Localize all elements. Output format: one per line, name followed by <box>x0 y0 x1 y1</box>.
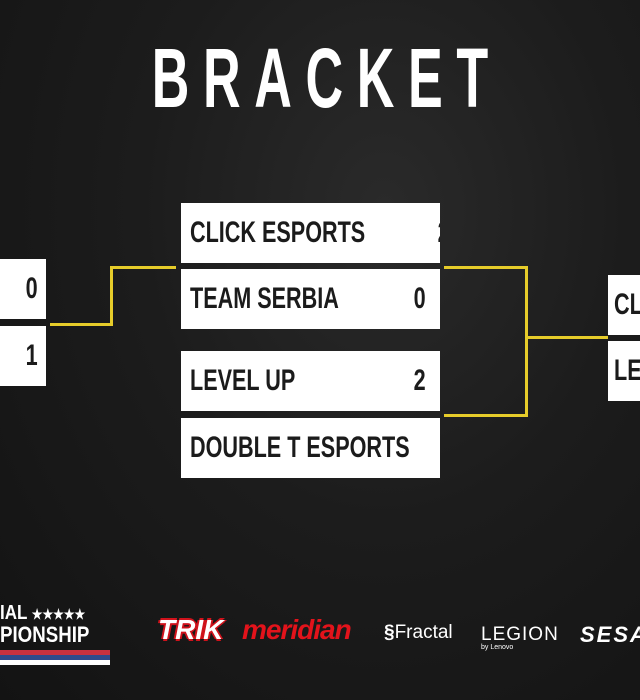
sesa-logo: SESA <box>580 622 640 647</box>
stars-icon: ★★★★★ <box>31 606 86 622</box>
match-slot-team-serbia[interactable]: TEAM SERBIA 0 <box>181 269 440 329</box>
team-score: 2 <box>413 364 426 397</box>
legion-logo: LEGION by Lenovo <box>481 624 559 651</box>
team-name: DOUBLE T ESPORTS <box>190 431 410 464</box>
bracket-connector <box>444 266 528 269</box>
serbian-flag-stripes <box>0 650 110 665</box>
match-slot-final-2[interactable]: LEV <box>608 341 640 401</box>
fractal-text: Fractal <box>394 622 453 643</box>
bracket-connector <box>525 266 528 417</box>
team-score: 0 <box>413 282 426 315</box>
team-name: CLICK ESPORTS <box>190 216 366 249</box>
match-slot-left-1[interactable]: 0 <box>0 259 46 319</box>
sponsor-bar: IAL ★★★★★ PIONSHIP TRIK meridian §Fracta… <box>0 600 640 680</box>
team-score: 1 <box>25 339 38 372</box>
match-slot-click-esports[interactable]: CLICK ESPORTS 2 <box>181 203 440 263</box>
bracket-connector <box>444 414 528 417</box>
bracket-connector <box>525 336 608 339</box>
team-score: 2 <box>438 216 440 250</box>
team-name: CL <box>614 288 640 321</box>
trik-logo: TRIK <box>158 614 224 645</box>
bracket-connector <box>50 323 112 326</box>
match-slot-left-2[interactable]: 1 <box>0 326 46 386</box>
bracket-connector <box>110 266 113 326</box>
team-name: LEVEL UP <box>190 364 296 397</box>
match-slot-double-t-esports[interactable]: DOUBLE T ESPORTS 0 <box>181 418 440 478</box>
match-slot-final-1[interactable]: CL <box>608 275 640 335</box>
team-name: LEV <box>614 354 640 387</box>
team-score: 0 <box>25 272 38 305</box>
fractal-icon: § <box>384 622 395 643</box>
legion-subtext: by Lenovo <box>481 644 514 651</box>
team-name: TEAM SERBIA <box>190 282 339 315</box>
bracket-connector <box>110 266 176 269</box>
fractal-logo: §Fractal <box>384 622 453 644</box>
championship-text: IAL <box>0 602 28 624</box>
meridian-logo: meridian <box>242 614 352 645</box>
page-title: BRACKET <box>151 31 502 125</box>
championship-text: PIONSHIP <box>0 622 90 647</box>
match-slot-level-up[interactable]: LEVEL UP 2 <box>181 351 440 411</box>
legion-text: LEGION <box>481 624 559 645</box>
